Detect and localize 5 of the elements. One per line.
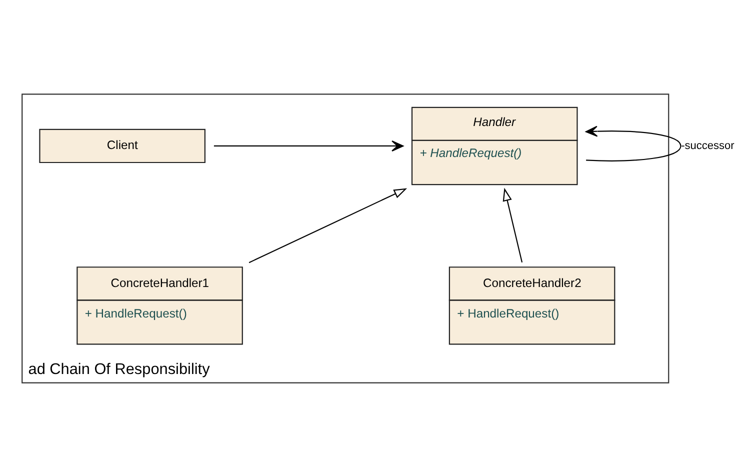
arrow — [214, 140, 404, 151]
edge-label: -successor — [681, 139, 734, 152]
arrow — [502, 187, 523, 262]
arrow — [586, 125, 682, 161]
arrow — [248, 188, 408, 263]
